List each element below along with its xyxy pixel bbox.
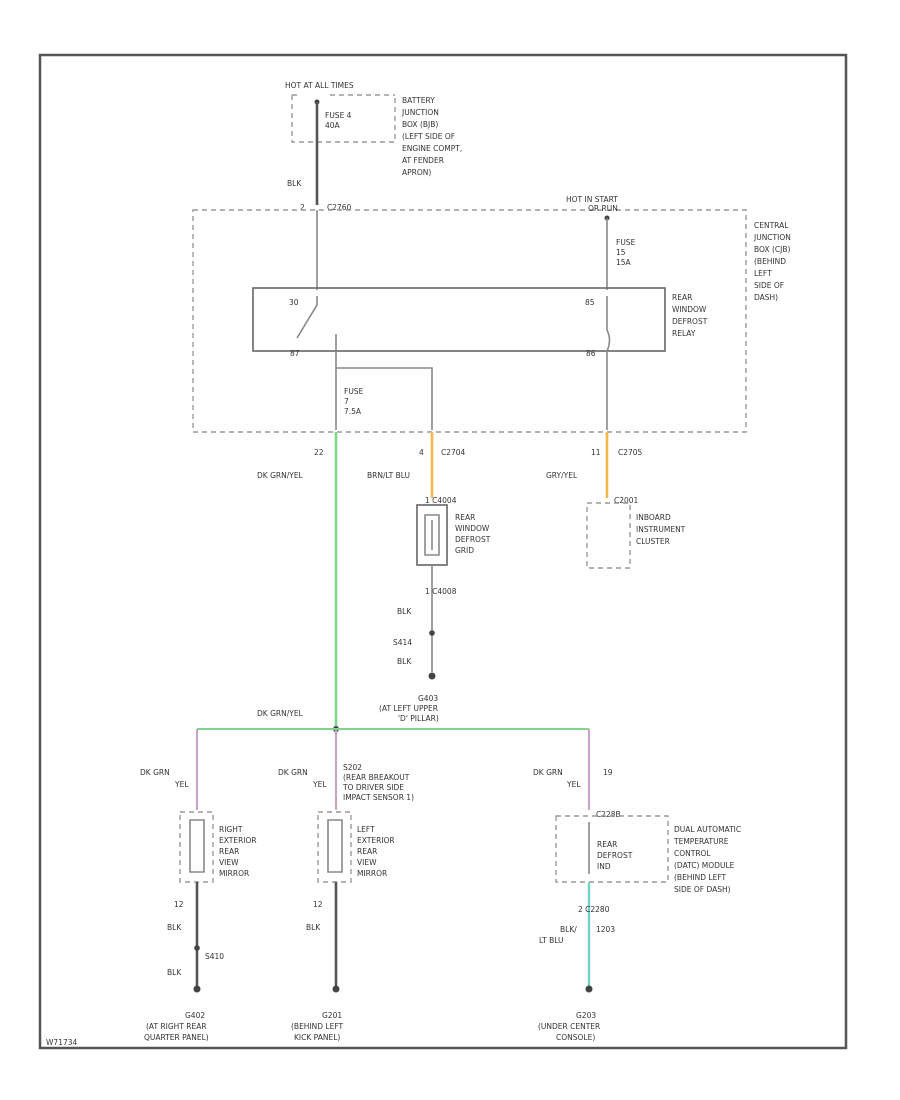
g402-ground <box>193 985 201 993</box>
dkgrn-left-label: DK GRNYEL <box>140 768 189 789</box>
blk-mid-label: BLK <box>397 607 412 616</box>
cluster-description: INBOARD INSTRUMENT CLUSTER <box>636 513 688 546</box>
relay-pin-87: 87 <box>290 349 300 358</box>
dkgrn-mid-label: DK GRNYEL <box>278 768 327 789</box>
relay-switch <box>296 296 337 351</box>
diagram-frame <box>38 53 848 1050</box>
left-mirror-description: LEFT EXTERIOR REAR VIEW MIRROR <box>357 825 397 878</box>
datc-module-box <box>555 815 669 883</box>
pin-19-label: 19 <box>603 768 613 777</box>
pin-11-label: 11 <box>591 448 601 457</box>
g201-label: G201 (BEHIND LEFT KICK PANEL) <box>291 1011 346 1042</box>
blk-left2-label: BLK <box>167 968 182 977</box>
g403-label: G403 (AT LEFT UPPER 'D' PILLAR) <box>379 694 441 723</box>
g201-ground <box>332 985 340 993</box>
dk-grn-yel-label: DK GRN/YEL <box>257 471 304 480</box>
brn-ltblu-label: BRN/LT BLU <box>367 471 410 480</box>
relay-coil <box>606 296 611 352</box>
g403-ground <box>428 672 436 680</box>
grid-description: REAR WINDOW DEFROST GRID <box>455 513 493 555</box>
g203-label: G203 (UNDER CENTER CONSOLE) <box>538 1011 603 1042</box>
datc-description: DUAL AUTOMATIC TEMPERATURE CONTROL (DATC… <box>673 825 744 894</box>
right-mirror-heater <box>189 819 205 873</box>
cjb-outline <box>192 209 747 433</box>
pin-12-mid-label: 12 <box>313 900 323 909</box>
blk-top-label: BLK <box>287 179 302 188</box>
grid-element <box>424 514 440 556</box>
relay-pin-86: 86 <box>586 349 596 358</box>
diagram-id: W71734 <box>46 1038 78 1047</box>
c4008-label: 1 C4008 <box>425 587 457 596</box>
blk-ltblu-label: BLK/LT BLU <box>539 925 577 945</box>
pin-1203-label: 1203 <box>596 925 615 934</box>
gry-yel-label: GRY/YEL <box>546 471 578 480</box>
s202-label: S202 (REAR BREAKOUT TO DRIVER SIDE IMPAC… <box>342 763 414 802</box>
blk-left-label: BLK <box>167 923 182 932</box>
grid-connector-label: 1 C4004 <box>425 496 457 505</box>
dkgrn-yel-bus-label: DK GRN/YEL <box>257 709 304 718</box>
c2760-pin: 2 <box>300 203 305 212</box>
left-mirror-heater <box>327 819 343 873</box>
bjb-outline <box>291 95 396 143</box>
s410-label: S410 <box>205 952 224 961</box>
blk-midlow-label: BLK <box>306 923 321 932</box>
bjb-description: BATTERY JUNCTION BOX (BJB) (LEFT SIDE OF… <box>401 96 465 177</box>
relay-pin-30: 30 <box>289 298 299 307</box>
cluster-connector-label: C2001 <box>614 496 639 505</box>
pin-4-label: 4 <box>419 448 424 457</box>
pin-12-left-label: 12 <box>174 900 184 909</box>
rear-defrost-relay <box>252 287 666 352</box>
s414-splice <box>429 630 435 636</box>
relay-description: REAR WINDOW DEFROST RELAY <box>672 293 710 338</box>
c2704-label: C2704 <box>441 448 466 457</box>
pin-22-label: 22 <box>314 448 324 457</box>
c2705-label: C2705 <box>618 448 643 457</box>
c2760-label: C2760 <box>327 203 352 212</box>
hot-at-all-times-label: HOT AT ALL TIMES <box>285 81 354 90</box>
dkgrn-right-label: DK GRNYEL <box>533 768 581 789</box>
relay-pin-85: 85 <box>585 298 595 307</box>
c228b-label: C228B <box>596 810 621 819</box>
s414-label: S414 <box>393 638 412 647</box>
s410-splice <box>194 945 200 951</box>
datc-input-label: REAR DEFROST IND <box>597 840 635 871</box>
right-mirror-description: RIGHT EXTERIOR REAR VIEW MIRROR <box>219 825 259 878</box>
g402-label: G402 (AT RIGHT REAR QUARTER PANEL) <box>144 1011 209 1042</box>
g203-ground <box>585 985 593 993</box>
left-mirror-box <box>317 811 352 883</box>
relay-to-grid-wire <box>336 367 433 430</box>
blk-mid2-label: BLK <box>397 657 412 666</box>
instrument-cluster <box>586 502 631 569</box>
c2280-label: 2 C2280 <box>578 905 610 914</box>
cjb-description: CENTRAL JUNCTION BOX (CJB) (BEHIND LEFT … <box>753 221 793 302</box>
